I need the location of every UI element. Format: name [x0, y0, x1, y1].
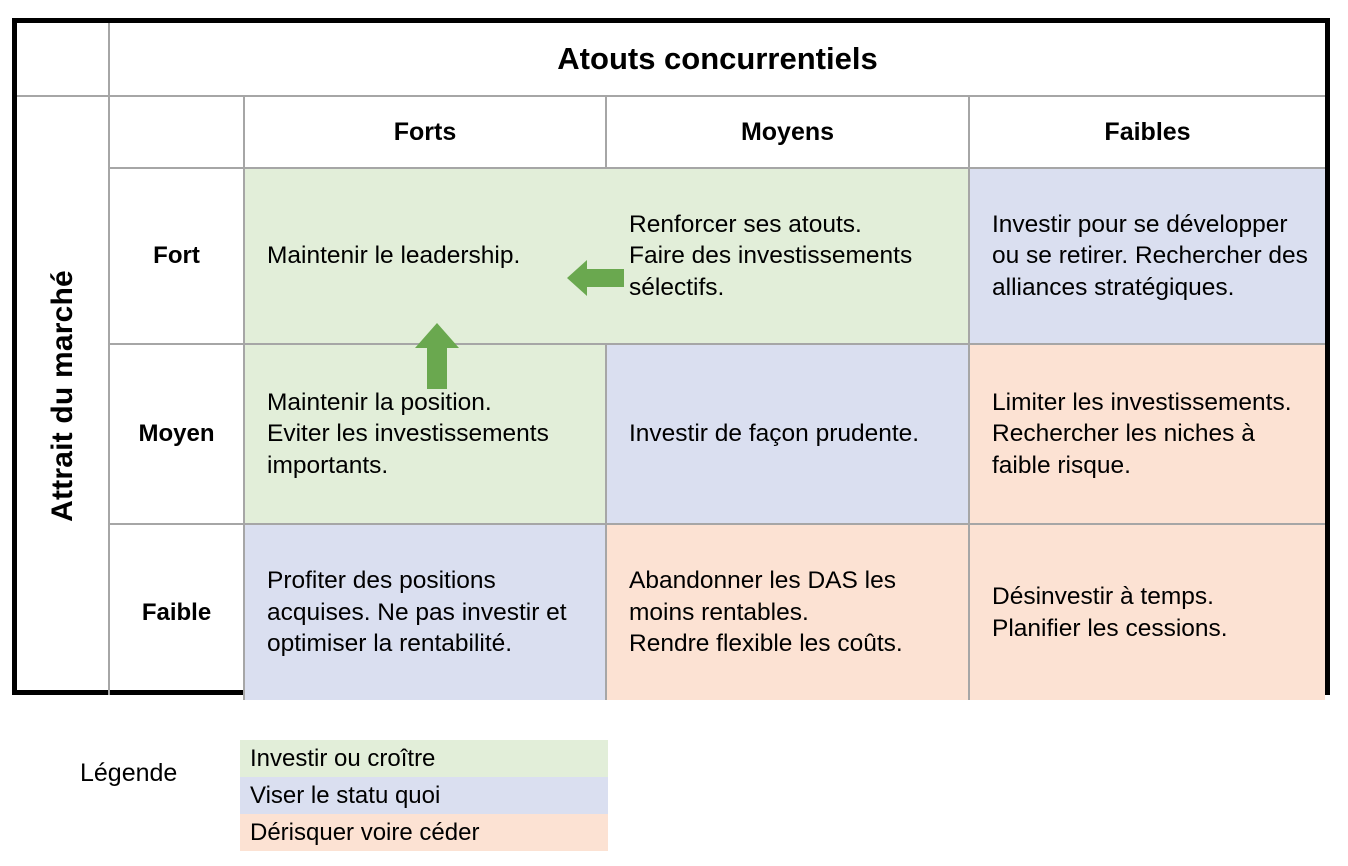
column-header-faibles-label: Faibles	[1104, 117, 1191, 146]
row-header-moyen-label: Moyen	[138, 420, 215, 447]
cell-fort-forts-text: Maintenir le leadership.	[267, 242, 521, 270]
column-header-forts-label: Forts	[393, 117, 457, 146]
cell-moyen-moyens-text: Investir de façon prudente.	[629, 420, 920, 448]
row-axis-title: Attrait du marché	[17, 97, 110, 695]
legend-item-derisquer: Dérisquer voire céder	[240, 814, 608, 851]
column-header-moyens: Moyens	[607, 97, 970, 169]
cell-faible-faibles: Désinvestir à temps. Planifier les cessi…	[970, 525, 1325, 700]
grid-line-vertical-1	[605, 345, 607, 700]
cell-moyen-faibles-text: Limiter les investissements. Rechercher …	[992, 388, 1292, 479]
column-axis-title-text: Atouts concurrentiels	[557, 41, 878, 76]
legend-title: Légende	[80, 759, 178, 787]
cell-moyen-forts-text: Maintenir la position. Eviter les invest…	[267, 388, 549, 479]
grid-line-vertical-2	[968, 169, 970, 700]
legend-item-statuquo: Viser le statu quoi	[240, 777, 608, 814]
row-axis-title-text: Attrait du marché	[45, 270, 79, 522]
legend-item-invest: Investir ou croître	[240, 740, 608, 777]
cell-fort-forts: Maintenir le leadership.	[245, 169, 607, 345]
legend-item-invest-label: Investir ou croître	[250, 744, 436, 772]
cell-faible-forts: Profiter des positions acquises. Ne pas …	[245, 525, 607, 700]
legend-item-statuquo-label: Viser le statu quoi	[250, 781, 441, 809]
column-header-faibles: Faibles	[970, 97, 1325, 169]
legend-item-derisquer-label: Dérisquer voire céder	[250, 818, 480, 846]
row-header-faible: Faible	[110, 525, 245, 700]
cell-faible-moyens: Abandonner les DAS les moins rentables. …	[607, 525, 970, 700]
row-header-fort-label: Fort	[153, 242, 200, 269]
mckinsey-matrix: Atouts concurrentiels Attrait du marché …	[12, 18, 1330, 700]
subheader-blank-cell	[110, 97, 245, 169]
cell-fort-moyens: Renforcer ses atouts. Faire des investis…	[607, 169, 970, 345]
cell-fort-faibles: Investir pour se développer ou se retire…	[970, 169, 1325, 345]
row-header-moyen: Moyen	[110, 345, 245, 525]
column-axis-title: Atouts concurrentiels	[110, 23, 1325, 97]
row-header-fort: Fort	[110, 169, 245, 345]
cell-fort-moyens-text: Renforcer ses atouts. Faire des investis…	[629, 210, 913, 301]
legend: Légende Investir ou croître Viser le sta…	[12, 735, 712, 855]
cell-faible-moyens-text: Abandonner les DAS les moins rentables. …	[629, 567, 903, 658]
corner-blank-cell	[17, 23, 110, 97]
cell-moyen-forts: Maintenir la position. Eviter les invest…	[245, 345, 607, 525]
cell-faible-forts-text: Profiter des positions acquises. Ne pas …	[267, 567, 567, 658]
cell-moyen-faibles: Limiter les investissements. Rechercher …	[970, 345, 1325, 525]
row-header-faible-label: Faible	[141, 598, 212, 626]
cell-fort-faibles-text: Investir pour se développer ou se retire…	[992, 210, 1308, 301]
cell-faible-faibles-text: Désinvestir à temps. Planifier les cessi…	[992, 582, 1228, 642]
cell-moyen-moyens: Investir de façon prudente.	[607, 345, 970, 525]
column-header-moyens-label: Moyens	[740, 117, 835, 146]
column-header-forts: Forts	[245, 97, 607, 169]
